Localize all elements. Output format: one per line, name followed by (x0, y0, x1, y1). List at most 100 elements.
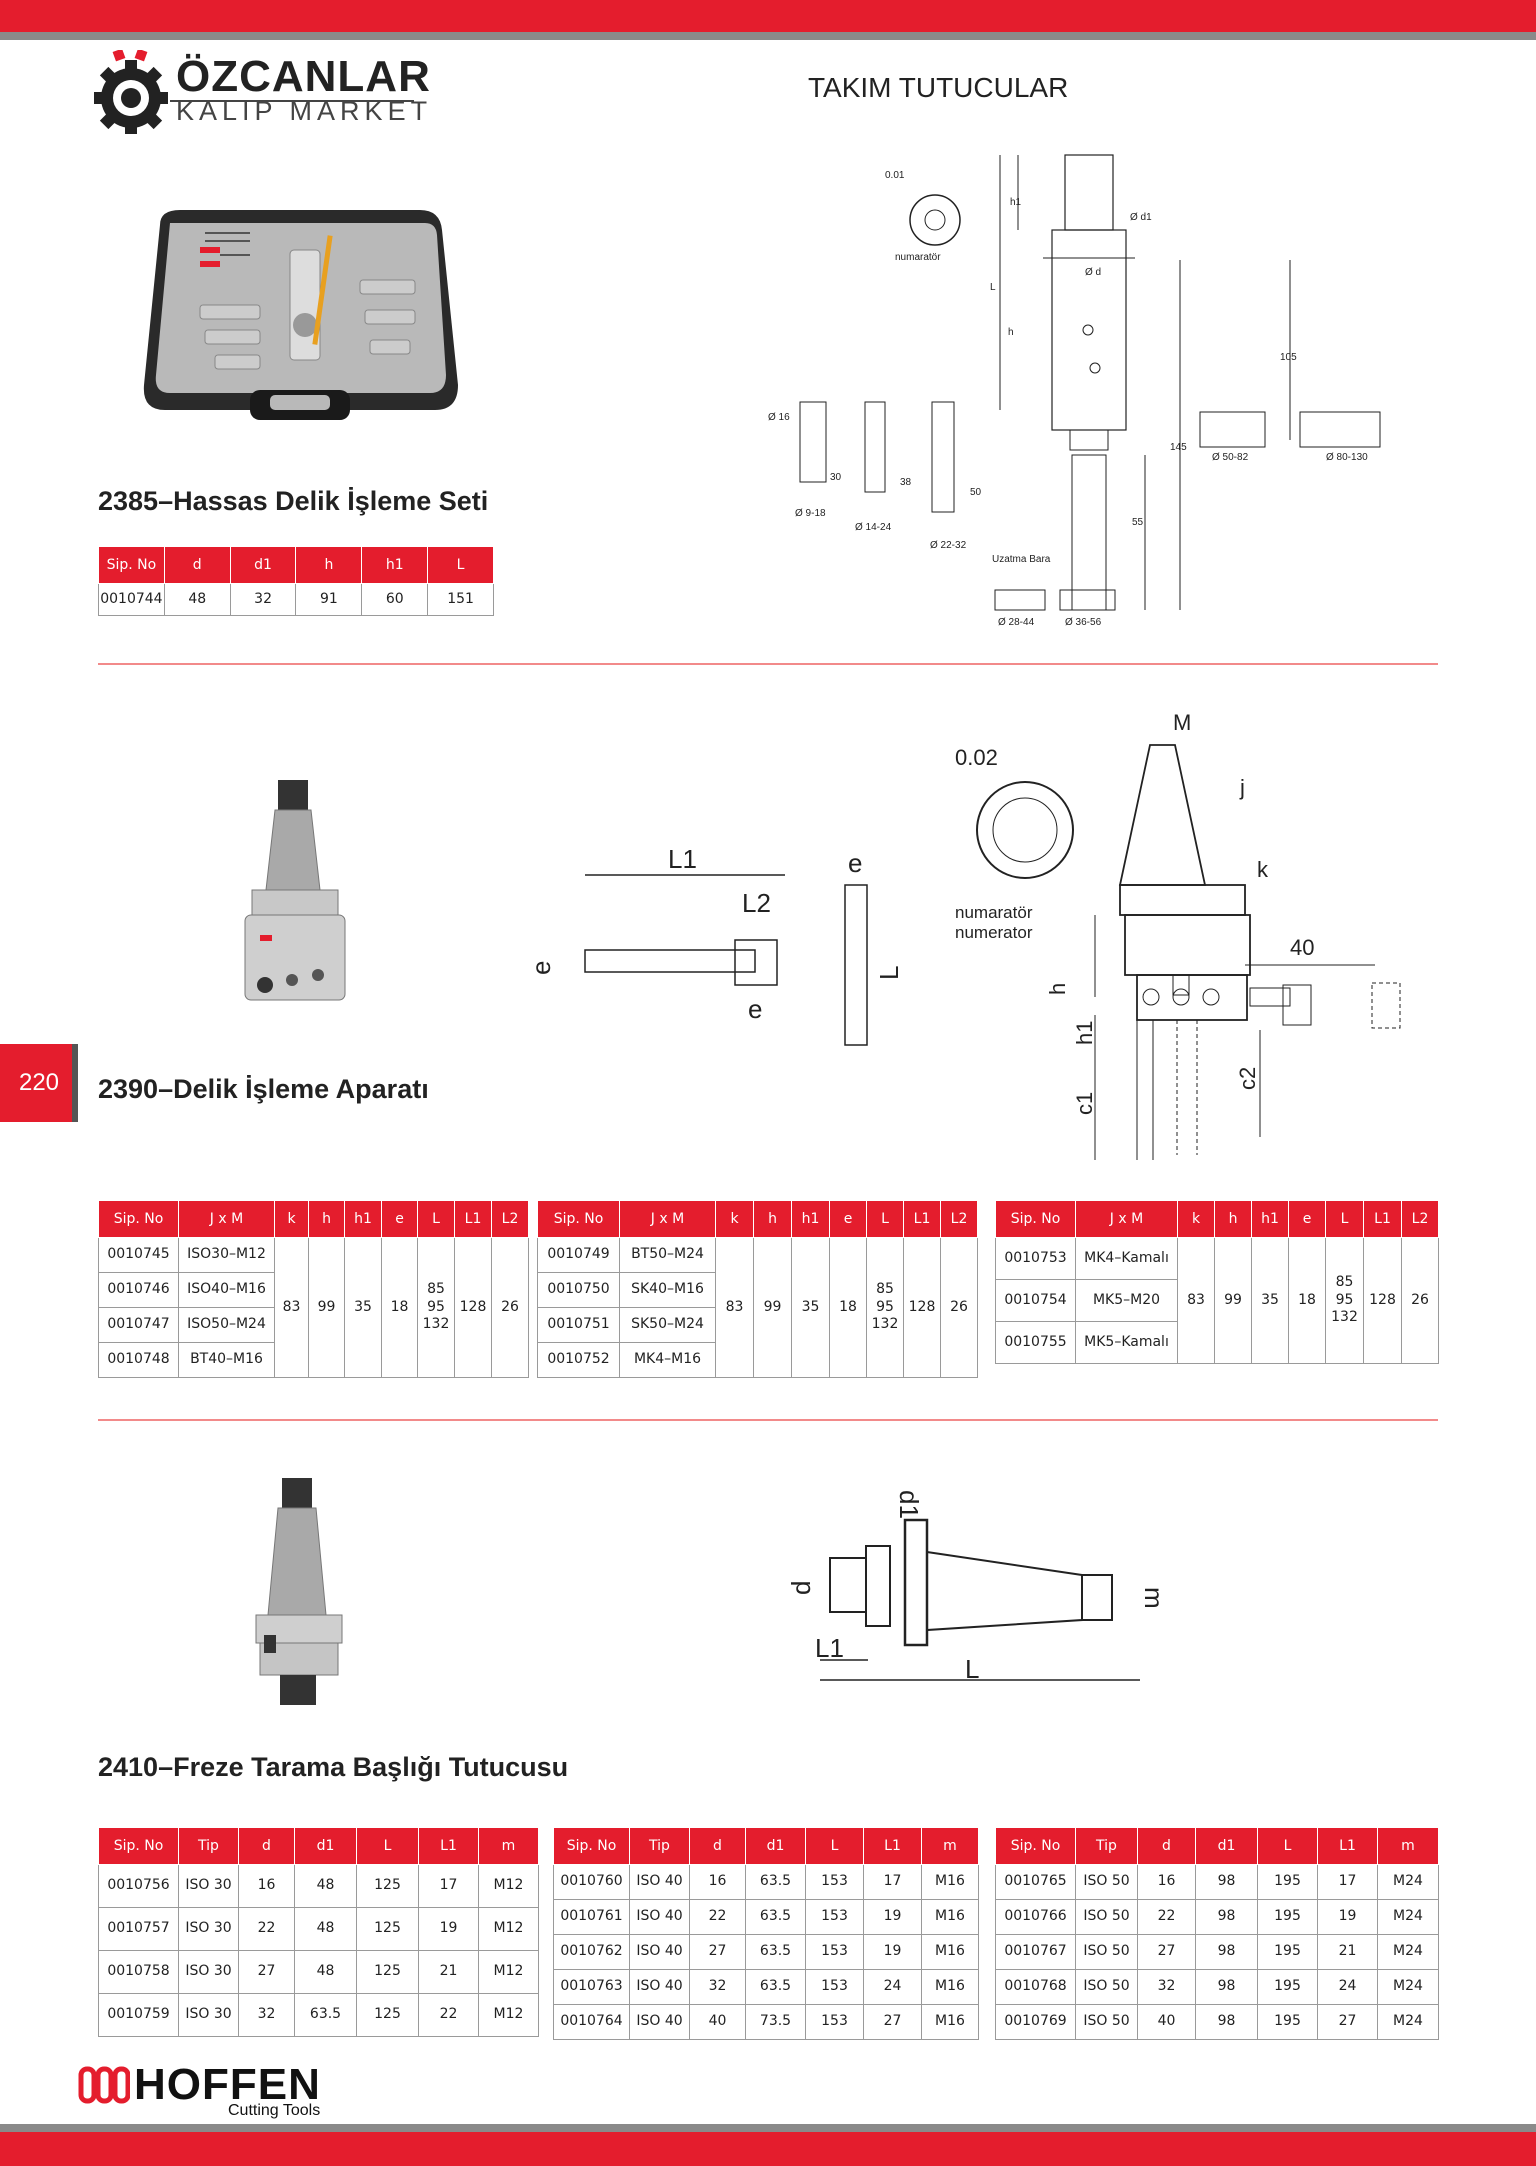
section1-title: 2385–Hassas Delik İşleme Seti (98, 486, 489, 516)
cell-L-value: 132 (1331, 1309, 1358, 1326)
cell: M24 (1377, 1864, 1439, 1900)
cell-h: 99 (308, 1237, 345, 1378)
drawing-label-55: 55 (1132, 517, 1144, 528)
cell: 153 (805, 1934, 864, 1970)
boring-head-photo (244, 780, 346, 1001)
top-grey-bar (0, 32, 1536, 40)
cell: BT40–M16 (178, 1342, 275, 1378)
cell: 0010757 (98, 1907, 179, 1951)
cell-L2: 26 (1401, 1237, 1439, 1364)
drawing-label-d1: d1 (894, 1490, 924, 1519)
cell: 19 (863, 1934, 922, 1970)
cell: 0010764 (553, 2004, 630, 2040)
cell: 98 (1195, 1969, 1258, 2005)
cell: 48 (294, 1907, 357, 1951)
drawing-label-105: 105 (1280, 352, 1297, 363)
col-header: L2 (1401, 1200, 1439, 1238)
drawing-label-h: h (1008, 327, 1014, 338)
cell: 27 (689, 1934, 746, 1970)
cell: 40 (1137, 2004, 1196, 2040)
cell: 153 (805, 1864, 864, 1900)
drawing-label-d50-82: Ø 50-82 (1212, 452, 1249, 463)
cell: 195 (1257, 1864, 1318, 1900)
table-header-row: Sip. No Tip d d1 L L1 m (553, 1827, 979, 1865)
cell: 27 (1137, 1934, 1196, 1970)
cell: 0010769 (995, 2004, 1076, 2040)
drawing-label-e-bottom: e (748, 994, 762, 1024)
cell: 16 (1137, 1864, 1196, 1900)
cell-L2: 26 (940, 1237, 978, 1378)
drawing-label-uzatma-bara: Uzatma Bara (992, 554, 1051, 565)
cell: 27 (238, 1950, 295, 1994)
cell: 98 (1195, 1864, 1258, 1900)
cell: 32 (689, 1969, 746, 2005)
col-header: e (829, 1200, 867, 1238)
section-divider (98, 1419, 1438, 1421)
col-header: Sip. No (553, 1827, 630, 1865)
cell: 0010754 (995, 1279, 1076, 1322)
bottom-red-bar (0, 2132, 1536, 2166)
cell: M12 (478, 1907, 539, 1951)
col-header: d1 (745, 1827, 806, 1865)
col-header: J x M (619, 1200, 716, 1238)
col-header: e (1288, 1200, 1326, 1238)
cell: 0010751 (537, 1307, 620, 1343)
drawing-label-L1: L1 (815, 1633, 844, 1663)
col-header: L (1257, 1827, 1318, 1865)
cell: M12 (478, 1864, 539, 1908)
col-header: L1 (1317, 1827, 1378, 1865)
table-header-row: Sip. No Tip d d1 L L1 m (995, 1827, 1439, 1865)
cell-L-value: 85 (427, 1281, 445, 1298)
col-header: k (715, 1200, 754, 1238)
cell: 19 (1317, 1899, 1378, 1935)
cell-L-value: 132 (871, 1316, 899, 1333)
section1-table: Sip. No d d1 h h1 L 0010744 48 32 91 60 … (98, 546, 494, 616)
col-header: L (427, 546, 494, 584)
cell: 22 (1137, 1899, 1196, 1935)
cell-L-value: 132 (422, 1316, 450, 1333)
drawing-label-L1: L1 (668, 844, 697, 874)
drawing-label-h1: h1 (1072, 1021, 1097, 1045)
col-header: d1 (229, 546, 297, 584)
col-header: h (753, 1200, 792, 1238)
cell: 21 (1317, 1934, 1378, 1970)
drawing-label-38: 38 (900, 477, 912, 488)
col-header: Sip. No (98, 546, 165, 584)
cell: 24 (863, 1969, 922, 2005)
boring-set-case-photo (140, 205, 460, 435)
cell: 0010766 (995, 1899, 1076, 1935)
cell: 0010752 (537, 1342, 620, 1378)
cell: 32 (229, 583, 297, 616)
cell: ISO 30 (178, 1864, 239, 1908)
cell: 60 (361, 583, 429, 616)
drawing-label-e-left: e (526, 961, 556, 975)
cell: 17 (863, 1864, 922, 1900)
col-header: L (805, 1827, 864, 1865)
cell: 19 (863, 1899, 922, 1935)
cell: ISO 40 (629, 1899, 690, 1935)
col-header: L2 (940, 1200, 978, 1238)
cell: ISO 50 (1075, 1864, 1138, 1900)
cell: ISO50–M24 (178, 1307, 275, 1343)
drawing-label-L-vertical: L (874, 966, 904, 980)
cell: M16 (921, 1934, 979, 1970)
table-row: 0010747 ISO50–M24 (98, 1307, 529, 1343)
drawing-label-j: j (1239, 775, 1245, 800)
cell: 48 (294, 1864, 357, 1908)
cell: 195 (1257, 1899, 1318, 1935)
cell: ISO 30 (178, 1950, 239, 1994)
cell: 16 (238, 1864, 295, 1908)
drawing-label-d28-44: Ø 28-44 (998, 617, 1035, 628)
col-header: J x M (178, 1200, 275, 1238)
cell: 0010765 (995, 1864, 1076, 1900)
col-header: h1 (361, 546, 429, 584)
cell: M16 (921, 1899, 979, 1935)
cell: 22 (238, 1907, 295, 1951)
